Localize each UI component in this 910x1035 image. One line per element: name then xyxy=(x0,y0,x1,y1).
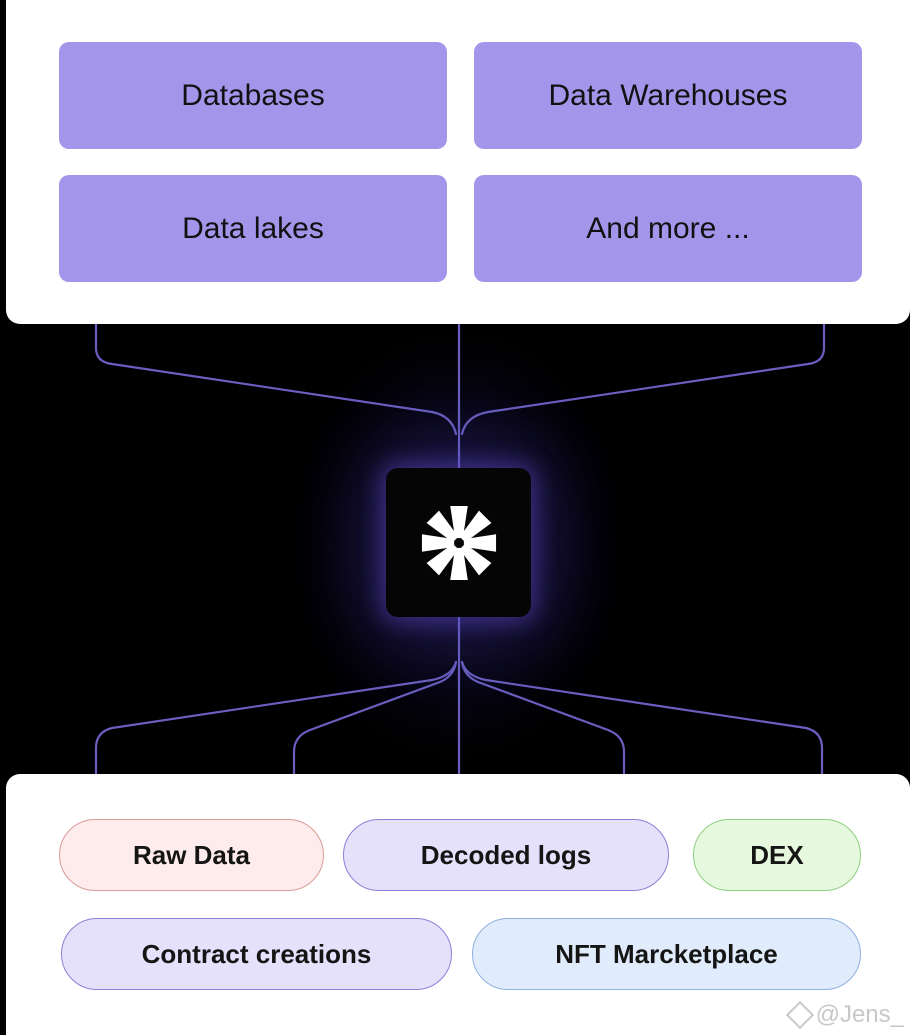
destination-data-warehouses: Data Warehouses xyxy=(474,42,862,149)
source-nft-marketplace: NFT Marcketplace xyxy=(472,918,861,990)
connector-far-left xyxy=(94,660,458,778)
sources-panel: Raw Data Decoded logs DEX Contract creat… xyxy=(6,774,910,1035)
watermark-logo-icon xyxy=(785,1000,814,1030)
source-contract-creations: Contract creations xyxy=(61,918,452,990)
watermark-text: @Jens_ xyxy=(815,1001,904,1028)
connector-data-warehouses xyxy=(460,320,826,436)
source-dex: DEX xyxy=(693,819,861,891)
destination-databases: Databases xyxy=(59,42,447,149)
connector-databases xyxy=(94,320,458,436)
source-decoded-logs: Decoded logs xyxy=(343,819,669,891)
source-raw-data: Raw Data xyxy=(59,819,324,891)
watermark: @Jens_ xyxy=(785,1000,904,1030)
connector-mid-left xyxy=(292,660,458,778)
destinations-panel: Databases Data Warehouses Data lakes And… xyxy=(6,0,910,324)
destination-and-more: And more ... xyxy=(474,175,862,282)
destination-data-lakes: Data lakes xyxy=(59,175,447,282)
connector-far-right xyxy=(460,660,824,778)
hub-node xyxy=(386,468,531,617)
asterisk-logo-icon xyxy=(421,505,496,580)
connector-mid-right xyxy=(460,660,626,778)
